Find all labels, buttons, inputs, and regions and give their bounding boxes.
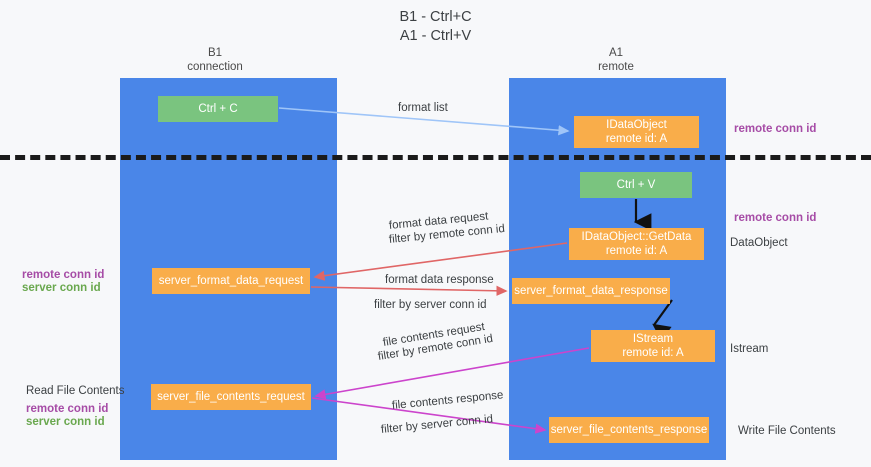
- node-getdata-title: IDataObject::GetData: [581, 231, 692, 243]
- annotation-read-file-contents: Read File Contents: [26, 385, 125, 397]
- node-istream-title: IStream: [632, 333, 674, 345]
- annotation-remote-conn-id-mid: remote conn id: [734, 212, 817, 224]
- filter-prefix: filter by: [388, 230, 430, 246]
- node-server-file-contents-request-label: server_file_contents_request: [157, 391, 305, 403]
- edge-label-file-contents-response-filter: filter by server conn id: [380, 412, 493, 437]
- edge-label-format-list: format list: [398, 102, 448, 114]
- node-idataobject-title: IDataObject: [606, 119, 667, 131]
- annotation-left-server-conn-id-mid: server conn id: [22, 282, 101, 294]
- column-header-a1-role: remote: [598, 61, 634, 73]
- node-ctrl-v-label: Ctrl + V: [616, 179, 656, 191]
- annotation-remote-conn-id-top: remote conn id: [734, 123, 817, 135]
- node-idataobject-remote-id: remote id: A: [605, 133, 668, 145]
- column-header-b1-name: B1: [207, 47, 223, 59]
- column-header-a1: A1 remote: [556, 46, 676, 74]
- phase-separator: [0, 155, 871, 160]
- node-istream[interactable]: IStream remote id: A: [591, 330, 715, 362]
- filter-key-server-conn-id: server conn id: [414, 299, 487, 311]
- filter-prefix: filter by: [374, 299, 415, 311]
- edge-label-file-contents-response: file contents response: [391, 389, 504, 412]
- annotation-left-remote-conn-id-mid: remote conn id: [22, 269, 105, 281]
- node-server-format-data-request[interactable]: server_format_data_request: [152, 268, 310, 294]
- edge-label-format-data-response-filter: filter by server conn id: [374, 298, 487, 312]
- node-server-file-contents-response[interactable]: server_file_contents_response: [549, 417, 709, 443]
- filter-prefix: filter by: [380, 420, 422, 436]
- node-server-format-data-response[interactable]: server_format_data_response: [512, 278, 670, 304]
- column-header-b1: B1 connection: [155, 46, 275, 74]
- title-line-2: A1 - Ctrl+V: [399, 28, 472, 44]
- annotation-dataobject: DataObject: [730, 237, 788, 249]
- node-ctrl-v[interactable]: Ctrl + V: [580, 172, 692, 198]
- node-server-file-contents-request[interactable]: server_file_contents_request: [151, 384, 311, 410]
- node-getdata-remote-id: remote id: A: [605, 245, 668, 257]
- node-idataobject-getdata[interactable]: IDataObject::GetData remote id: A: [569, 228, 704, 260]
- annotation-left-server-conn-id-bottom: server conn id: [26, 416, 105, 428]
- annotation-left-remote-conn-id-bottom: remote conn id: [26, 403, 109, 415]
- annotation-write-file-contents: Write File Contents: [738, 425, 836, 437]
- edge-label-format-data-response: format data response: [385, 274, 494, 286]
- column-header-a1-name: A1: [608, 47, 624, 59]
- title-line-1: B1 - Ctrl+C: [399, 9, 472, 25]
- node-server-file-contents-response-label: server_file_contents_response: [550, 424, 708, 436]
- edge-format-data-response: [310, 285, 508, 296]
- node-istream-remote-id: remote id: A: [622, 347, 684, 359]
- node-idataobject[interactable]: IDataObject remote id: A: [574, 116, 699, 148]
- node-ctrl-c[interactable]: Ctrl + C: [158, 96, 278, 122]
- filter-key-server-conn-id: server conn id: [420, 413, 494, 433]
- node-server-format-data-response-label: server_format_data_response: [514, 285, 668, 297]
- page-title: B1 - Ctrl+C A1 - Ctrl+V: [0, 8, 871, 46]
- column-header-b1-role: connection: [187, 61, 243, 73]
- node-ctrl-c-label: Ctrl + C: [198, 103, 238, 115]
- annotation-istream: Istream: [730, 343, 769, 355]
- node-server-format-data-request-label: server_format_data_request: [158, 275, 304, 287]
